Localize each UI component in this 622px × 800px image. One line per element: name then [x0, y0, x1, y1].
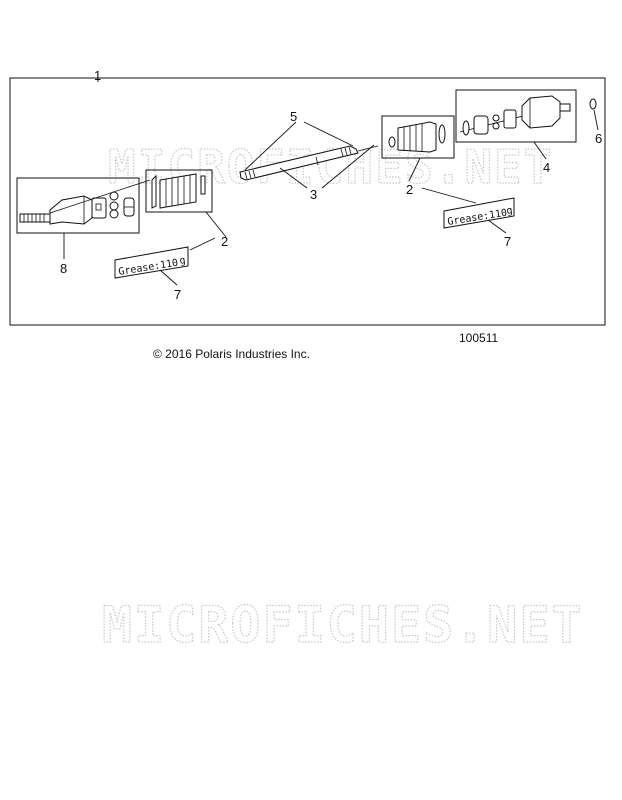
copyright-notice: © 2016 Polaris Industries Inc. — [153, 347, 310, 361]
axle-shaft[interactable] — [239, 145, 379, 181]
callout-5: 5 — [290, 109, 297, 124]
callout-2-left: 2 — [221, 234, 228, 249]
callout-7-right: 7 — [504, 234, 511, 249]
grease-unit-right: g — [506, 205, 514, 217]
outer-cv-joint[interactable] — [16, 177, 151, 234]
callout-8: 8 — [60, 261, 67, 276]
diagram-frame — [9, 77, 606, 326]
inner-cv-joint[interactable] — [455, 89, 577, 143]
circlip[interactable] — [589, 98, 597, 110]
callout-2-right: 2 — [406, 182, 413, 197]
callout-6: 6 — [595, 131, 602, 146]
diagram-reference-number: 100511 — [459, 331, 499, 345]
callout-7-left: 7 — [174, 287, 181, 302]
callout-4: 4 — [543, 160, 550, 175]
grease-unit-left: g — [179, 255, 187, 267]
boot-kit-left[interactable] — [145, 169, 213, 213]
watermark-bottom: MICROFICHES.NET — [102, 596, 584, 654]
boot-kit-right[interactable] — [381, 115, 455, 159]
grease-packet-right[interactable]: Grease:110 g — [443, 197, 515, 229]
leader-lines — [63, 109, 599, 286]
callout-1: 1 — [94, 68, 101, 83]
grease-packet-left[interactable]: Grease:110 g — [114, 246, 189, 279]
callout-3: 3 — [310, 187, 317, 202]
